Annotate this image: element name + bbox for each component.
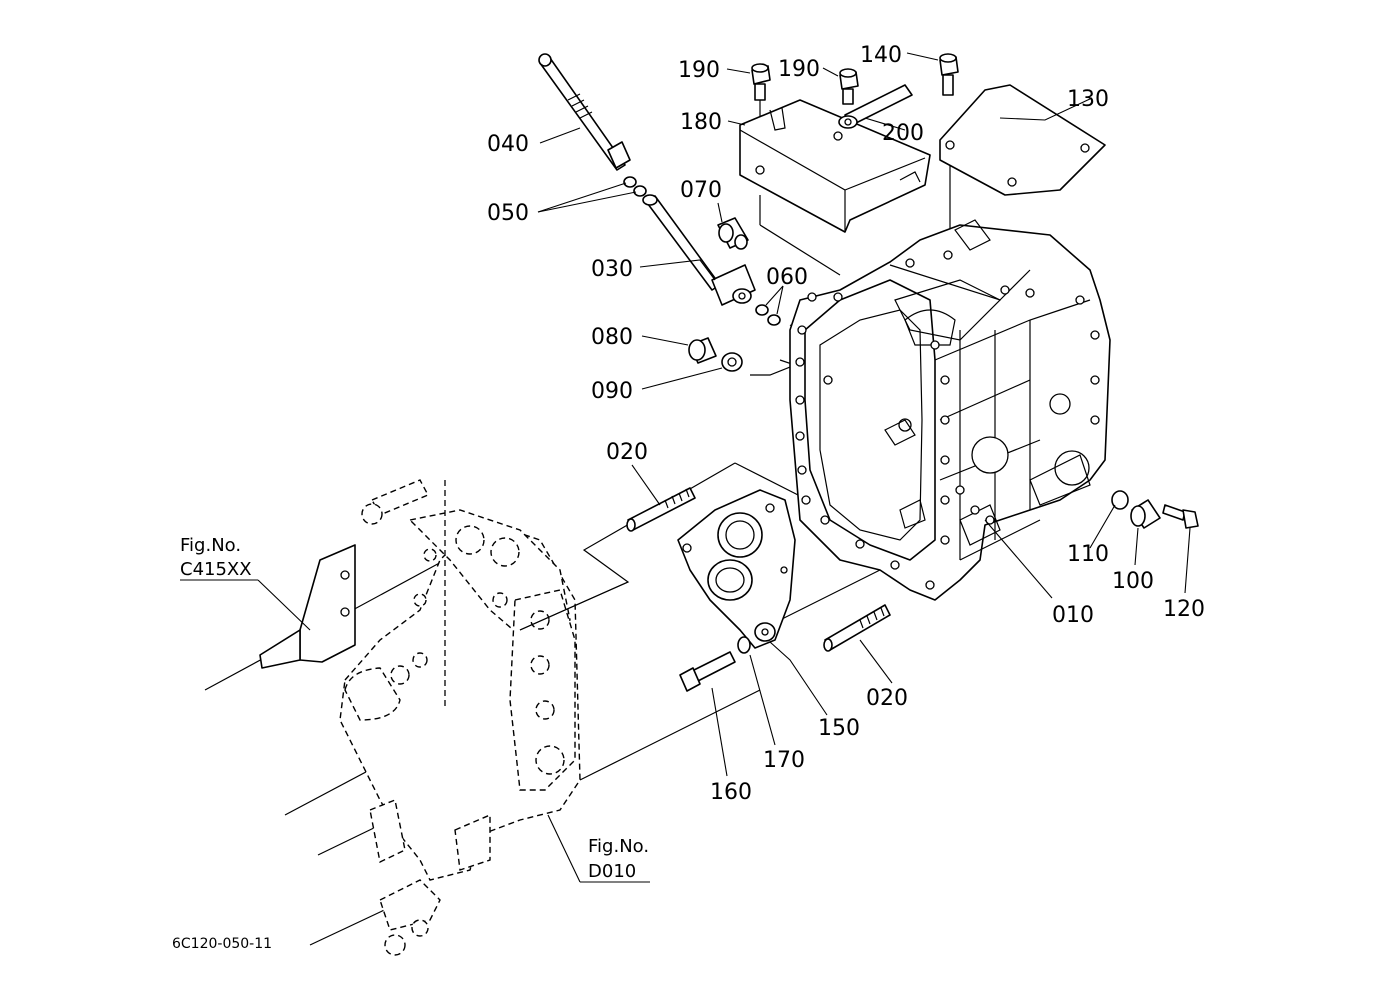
pin-200: [838, 84, 913, 129]
label-080: 080: [591, 325, 633, 350]
label-020-upper: 020: [606, 440, 648, 465]
label-090: 090: [591, 379, 633, 404]
transmission-case-010: [789, 219, 1111, 601]
o-ring-110: [1111, 490, 1129, 510]
bolt-140: [939, 53, 959, 96]
label-130: 130: [1067, 87, 1109, 112]
ref-d010-line2: D010: [588, 861, 636, 882]
figure-references: Fig.No. C415XX Fig.No. D010: [180, 535, 649, 882]
label-160: 160: [710, 780, 752, 805]
o-rings-060: [755, 304, 781, 326]
label-030: 030: [591, 257, 633, 282]
shift-arm-030: [642, 194, 756, 306]
label-120: 120: [1163, 597, 1205, 622]
bolt-190-left: [751, 63, 771, 101]
label-200: 200: [882, 121, 924, 146]
label-180: 180: [680, 110, 722, 135]
leader-lines: [537, 52, 1191, 777]
bolt-160: [679, 651, 736, 692]
label-110: 110: [1067, 542, 1109, 567]
label-060: 060: [766, 265, 808, 290]
cover-plate-180: [739, 99, 931, 233]
stud-020-upper: [626, 487, 696, 532]
washer-170: [737, 636, 751, 654]
label-150: 150: [818, 716, 860, 741]
label-010: 010: [1052, 603, 1094, 628]
label-190-a: 190: [678, 58, 720, 83]
ref-c415-line1: Fig.No.: [180, 535, 241, 556]
label-140: 140: [860, 43, 902, 68]
part-labels: 190 190 140 130 180 200 040 050 070 030 …: [487, 43, 1205, 805]
plug-100: [1130, 499, 1161, 529]
adjacent-housing-dashed: [204, 479, 581, 956]
label-170: 170: [763, 748, 805, 773]
reference-leaders: [180, 579, 650, 883]
label-070: 070: [680, 178, 722, 203]
stud-020-lower: [823, 604, 891, 652]
label-020-lower: 020: [866, 686, 908, 711]
bearing-flange-150: [677, 489, 796, 649]
ref-c415-line2: C415XX: [180, 559, 252, 580]
label-190-b: 190: [778, 57, 820, 82]
plug-080: [688, 337, 717, 364]
washer-090: [721, 352, 743, 372]
bolt-190-right: [839, 68, 859, 105]
bolt-120: [1162, 504, 1199, 529]
plug-070: [717, 217, 749, 250]
label-100: 100: [1112, 569, 1154, 594]
o-rings-050: [623, 176, 647, 197]
ref-d010-line1: Fig.No.: [588, 836, 649, 857]
cover-plate-130: [939, 84, 1106, 196]
shift-rod-040: [538, 53, 631, 171]
drawing-code: 6C120-050-11: [172, 936, 272, 952]
label-040: 040: [487, 132, 529, 157]
label-050: 050: [487, 201, 529, 226]
